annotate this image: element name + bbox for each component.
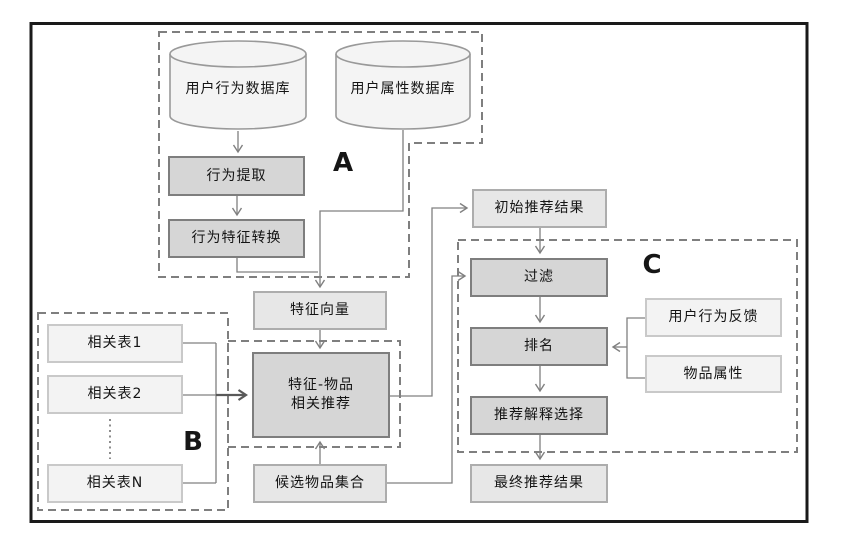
node-item-attribute: 物品属性	[645, 355, 782, 393]
node-feature-vector: 特征向量	[253, 291, 387, 330]
node-user-behavior-database: 用户行为数据库	[185, 81, 291, 97]
region-label-c: C	[642, 250, 662, 280]
database-cylinder-attribute	[335, 40, 471, 130]
node-user-attribute-database: 用户属性数据库	[350, 81, 456, 97]
region-feature-item-outline	[227, 340, 401, 448]
node-behavior-extract: 行为提取	[168, 156, 305, 196]
node-candidate-item-set: 候选物品集合	[253, 464, 387, 503]
node-behavior-feature-transform: 行为特征转换	[168, 219, 305, 258]
database-cylinder-behavior	[169, 40, 307, 130]
connector-attrdb-to-featurevector	[314, 130, 404, 289]
connector-featureitem-to-initial	[390, 202, 469, 397]
node-explain-selection: 推荐解释选择	[470, 396, 608, 435]
node-initial-recommend-result: 初始推荐结果	[472, 189, 607, 228]
node-related-table-n: 相关表N	[47, 464, 183, 503]
region-a-outline	[158, 31, 483, 278]
region-label-b: B	[183, 427, 203, 457]
node-related-table-2: 相关表2	[47, 375, 183, 414]
region-label-a: A	[332, 148, 354, 178]
connector-candidate-to-filter	[387, 270, 467, 484]
node-related-table-1: 相关表1	[47, 324, 183, 363]
connector-transform-merge	[236, 258, 318, 273]
node-feature-item-recommend: 特征-物品 相关推荐	[252, 352, 390, 438]
node-user-behavior-feedback: 用户行为反馈	[645, 298, 782, 337]
region-c-outline	[457, 239, 798, 453]
region-b-outline	[37, 312, 229, 511]
outer-frame	[29, 22, 809, 523]
connector-feedback-bracket	[626, 317, 645, 379]
node-final-recommend-result: 最终推荐结果	[470, 464, 608, 503]
node-ranking: 排名	[470, 327, 608, 366]
node-filter: 过滤	[470, 258, 608, 297]
